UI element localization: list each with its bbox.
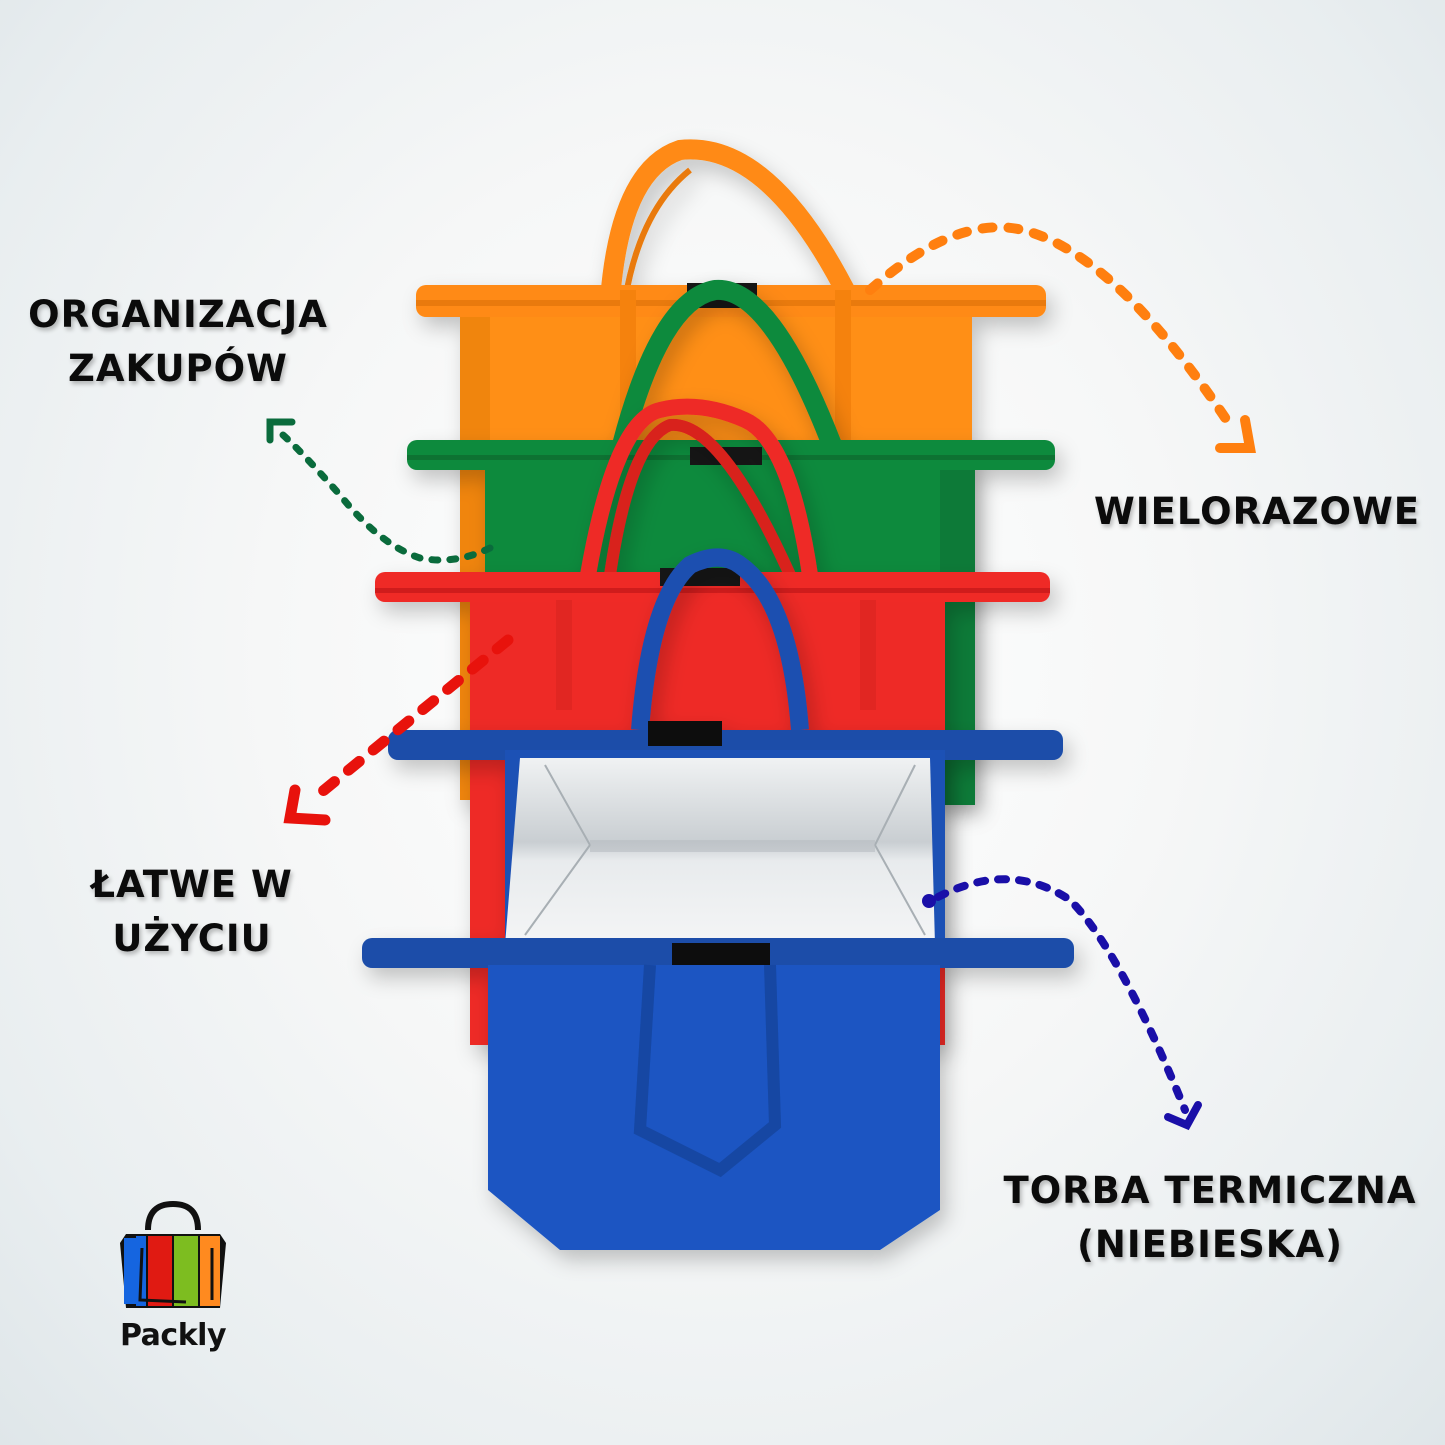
arrow-torba	[922, 875, 1202, 1131]
brand-name: Packly	[120, 1318, 227, 1353]
label-line: ŁATWE W	[91, 863, 293, 906]
blue-thermal-bag	[362, 548, 1074, 1250]
label-line: TORBA TERMICZNA	[1003, 1169, 1417, 1212]
label-line: ORGANIZACJA	[28, 293, 328, 336]
shopping-bag-icon	[120, 1200, 226, 1308]
label-torba-termiczna: TORBA TERMICZNA (NIEBIESKA)	[1000, 1164, 1420, 1271]
label-latwe-w-uzyciu: ŁATWE W UŻYCIU	[72, 858, 312, 965]
arrow-wielorazowe	[865, 222, 1256, 453]
label-line: UŻYCIU	[112, 916, 272, 960]
label-line: (NIEBIESKA)	[1076, 1222, 1344, 1266]
arrow-latwe	[283, 634, 514, 826]
label-wielorazowe: WIELORAZOWE	[1094, 485, 1420, 539]
label-line: ZAKUPÓW	[68, 346, 288, 390]
arrow-organizacja	[266, 418, 494, 564]
label-line: WIELORAZOWE	[1094, 490, 1421, 533]
label-organizacja-zakupow: ORGANIZACJA ZAKUPÓW	[28, 288, 328, 395]
